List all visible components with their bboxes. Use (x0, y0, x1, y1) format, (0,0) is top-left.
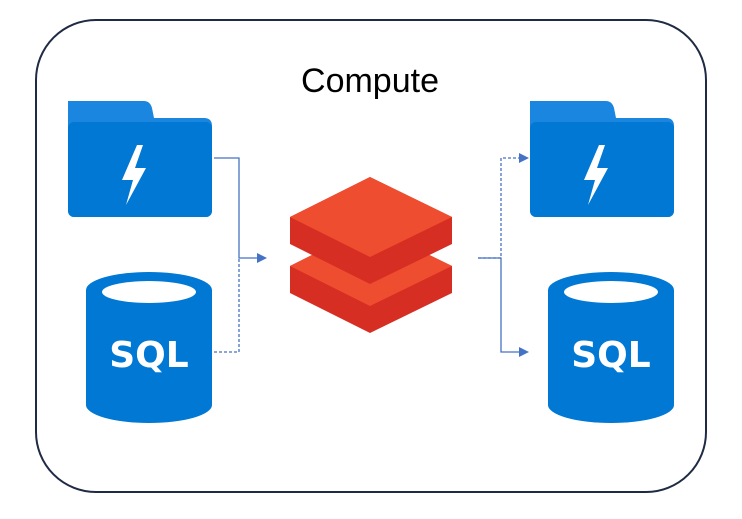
destination-sql-database-icon: SQL (548, 272, 674, 423)
connector-folder-to-processor (214, 157, 267, 263)
source-sql-database-icon: SQL (86, 272, 212, 423)
connector-processor-to-sql (478, 257, 529, 357)
connector-sql-to-processor (214, 258, 240, 353)
lightning-bolt-icon (122, 145, 146, 205)
source-sql-label: SQL (109, 335, 188, 376)
destination-folder-icon (530, 101, 674, 217)
lightning-bolt-icon (584, 145, 608, 205)
frame-title: Compute (301, 62, 439, 100)
source-folder-icon (68, 101, 212, 217)
destination-sql-label: SQL (571, 335, 650, 376)
databricks-layers-icon (290, 177, 452, 333)
